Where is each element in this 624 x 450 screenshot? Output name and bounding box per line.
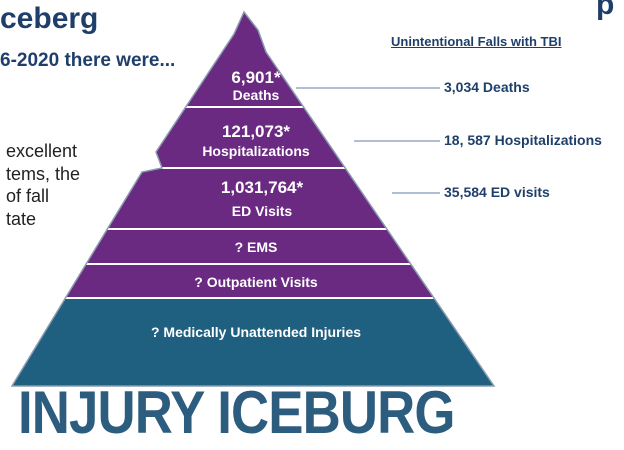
- tier-ems: [12, 230, 494, 263]
- injury-iceburg-title: INJURY ICEBURG: [18, 379, 455, 446]
- tier-count-hospitalizations: 121,073*: [222, 122, 290, 141]
- body-line: tate: [6, 208, 37, 229]
- tier-unattended: [12, 299, 494, 386]
- body-line: of fall: [6, 186, 50, 206]
- tier-label-outpatient: ? Outpatient Visits: [194, 274, 318, 290]
- tier-count-ed-visits: 1,031,764*: [221, 178, 304, 197]
- tier-label-deaths: Deaths: [233, 87, 280, 103]
- tbi-hospitalizations: 18, 587 Hospitalizations: [444, 132, 602, 148]
- tier-label-ems: ? EMS: [235, 239, 278, 255]
- tier-label-hospitalizations: Hospitalizations: [202, 143, 310, 159]
- tier-count-deaths: 6,901*: [231, 68, 281, 87]
- tbi-ed-visits: 35,584 ED visits: [444, 184, 550, 200]
- slide-title: ceberg: [0, 2, 99, 35]
- tier-label-ed-visits: ED Visits: [232, 203, 293, 219]
- body-text: excellent tems, the of fall tate: [6, 140, 80, 230]
- tier-label-unattended: ? Medically Unattended Injuries: [151, 324, 361, 340]
- body-line: excellent: [6, 141, 78, 161]
- pyramid-outline: [10, 10, 496, 387]
- body-line: tems, the: [6, 163, 81, 184]
- tier-deaths: [12, 12, 494, 106]
- tbi-deaths: 3,034 Deaths: [444, 79, 530, 95]
- tbi-heading: Unintentional Falls with TBI: [391, 34, 562, 49]
- slide-subtitle: 6-2020 there were...: [0, 50, 176, 71]
- corner-title-fragment: p: [596, 0, 615, 21]
- tier-outpatient: [12, 265, 494, 297]
